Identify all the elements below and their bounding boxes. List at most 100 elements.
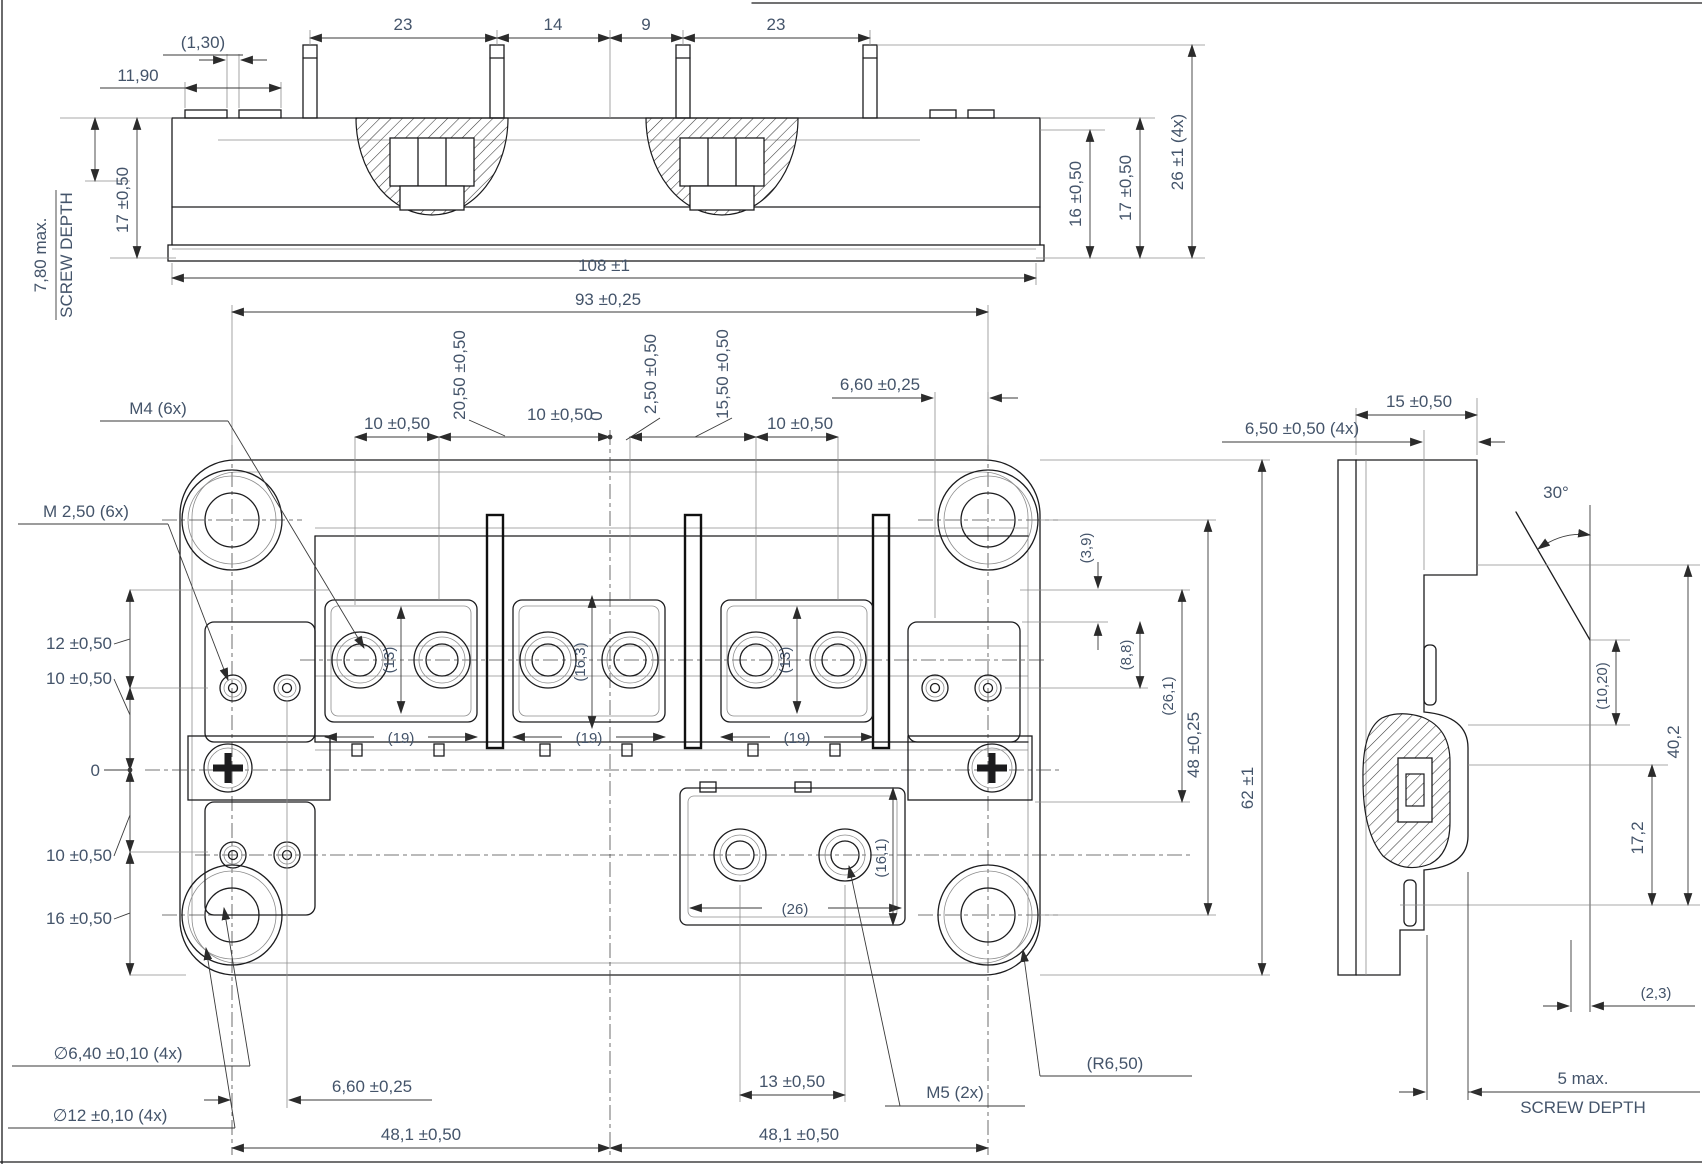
dim-15: 15 ±0,50 xyxy=(1354,392,1479,455)
dim-30deg: 30° xyxy=(1515,483,1592,1012)
dim-48: 48 ±0,25 xyxy=(1184,712,1203,778)
dim-refs-internal: (13) (13) (16,3) (19) (19) (19) (26) (16… xyxy=(323,594,903,927)
dim-10-top-left: 10 ±0,50 xyxy=(364,414,430,433)
dim-48-62: 48 ±0,25 62 ±1 xyxy=(1040,458,1270,977)
screw-recess xyxy=(645,117,799,216)
dim-datum-0-left: 0 xyxy=(91,761,100,780)
gate-pad xyxy=(238,109,282,119)
top-view: 23 14 9 23 (1,30) 11,90 7,80 ma xyxy=(31,15,1205,320)
dim-pad-gap: (1,30) xyxy=(163,33,267,108)
label-m5: M5 (2x) xyxy=(847,864,1025,1107)
dim-pitch-23-left: 23 xyxy=(394,15,413,34)
svg-text:M5 (2x): M5 (2x) xyxy=(926,1083,984,1102)
dim-top-row: 10 ±0,50 20,50 ±0,50 10 ±0,50 0 2,50 ±0,… xyxy=(353,329,840,605)
svg-text:6,50 ±0,50 (4x): 6,50 ±0,50 (4x) xyxy=(1245,419,1359,438)
mounting-hole xyxy=(937,469,1039,571)
dim-pitch-23-right: 23 xyxy=(767,15,786,34)
svg-text:30°: 30° xyxy=(1543,483,1569,502)
svg-text:(10,20): (10,20) xyxy=(1594,662,1611,710)
m5-terminals xyxy=(713,828,872,882)
separator-wall xyxy=(485,513,505,750)
dim-1020: (10,20) xyxy=(1594,638,1621,727)
dim-23: (2,3) xyxy=(1543,940,1695,1012)
dim-screw-depth-value: 7,80 max. xyxy=(31,218,50,293)
dim-660-top-label: 6,60 ±0,25 xyxy=(840,375,920,394)
dim-pitch-9: 9 xyxy=(641,15,650,34)
dim-16: 16 ±0,50 xyxy=(1066,161,1085,227)
dim-108: 108 ±1 xyxy=(578,256,630,275)
svg-text:∅12 ±0,10 (4x): ∅12 ±0,10 (4x) xyxy=(53,1106,168,1125)
svg-text:(2,3): (2,3) xyxy=(1641,985,1672,1002)
screw-recess xyxy=(355,117,509,216)
dim-93: 93 ±0,25 xyxy=(230,290,990,460)
dim-10-top-mid: 10 ±0,50 xyxy=(527,405,593,424)
terminal-pins xyxy=(302,44,878,119)
label-m4: M4 (6x) xyxy=(100,399,365,649)
dim-650: 6,50 ±0,50 (4x) xyxy=(1222,419,1505,570)
dim-12-left: 12 ±0,50 xyxy=(46,634,112,653)
dim-17-right: 17 ±0,50 xyxy=(1116,155,1135,221)
svg-text:M 2,50 (6x): M 2,50 (6x) xyxy=(43,502,129,521)
dim-datum-0-top: 0 xyxy=(587,411,606,420)
ref-161: (16,1) xyxy=(873,838,890,877)
side-view: 15 ±0,50 6,50 ±0,50 (4x) 30° (10,20) xyxy=(1222,392,1700,1117)
dim-10-left-up: 10 ±0,50 xyxy=(46,669,112,688)
dim-17-left: 17 ±0,50 xyxy=(113,167,132,233)
ref-19-2: (19) xyxy=(576,730,603,747)
dim-5max-label: SCREW DEPTH xyxy=(1520,1098,1646,1117)
dim-62: 62 ±1 xyxy=(1238,767,1257,809)
label-dia-640: ∅6,40 ±0,10 (4x) xyxy=(12,906,251,1067)
datum-screw xyxy=(967,743,1017,793)
dim-250: 2,50 ±0,50 xyxy=(641,334,660,414)
svg-text:(R6,50): (R6,50) xyxy=(1087,1054,1144,1073)
dim-172: 17,2 xyxy=(1628,763,1657,907)
svg-text:40,2: 40,2 xyxy=(1664,725,1683,758)
gate-pad xyxy=(184,109,228,119)
dim-height-17-left: 17 ±0,50 xyxy=(110,116,176,260)
dim-660-bottom: 6,60 ±0,25 xyxy=(204,700,432,1108)
dim-screw-depth-label: SCREW DEPTH xyxy=(57,192,76,318)
ref-39: (3,9) xyxy=(1078,533,1095,564)
dim-5max: 5 max. xyxy=(1557,1069,1608,1088)
svg-text:15 ±0,50: 15 ±0,50 xyxy=(1386,392,1452,411)
dim-10-top-right: 10 ±0,50 xyxy=(767,414,833,433)
dim-481-right: 48,1 ±0,50 xyxy=(759,1125,839,1144)
dim-pitch-14: 14 xyxy=(544,15,563,34)
dim-26: 26 ±1 (4x) xyxy=(1168,114,1187,190)
label-m250: M 2,50 (6x) xyxy=(18,502,229,682)
svg-text:17,2: 17,2 xyxy=(1628,821,1647,854)
dim-11-90: 11,90 xyxy=(117,66,158,85)
dim-660-top: 6,60 ±0,25 xyxy=(832,375,1018,618)
datum-screw xyxy=(203,743,253,793)
dim-heights-right: 16 ±0,50 17 ±0,50 26 ±1 (4x) xyxy=(877,43,1205,260)
label-dia-12: ∅12 ±0,10 (4x) xyxy=(8,946,236,1129)
separator-wall xyxy=(683,513,703,750)
dim-10-left-dn: 10 ±0,50 xyxy=(46,846,112,865)
svg-text:M4 (6x): M4 (6x) xyxy=(129,399,187,418)
label-r650: (R6,50) xyxy=(1020,948,1192,1077)
ref-26: (26) xyxy=(782,901,809,918)
dim-16-left: 16 ±0,50 xyxy=(46,909,112,928)
dim-overall-width: 108 ±1 xyxy=(170,256,1038,285)
dim-refs-right: (3,9) (8,8) (26,1) xyxy=(1005,533,1190,804)
dim-pin-pitch: 23 14 9 23 xyxy=(308,15,872,118)
ref-13-left: (13) xyxy=(381,647,398,674)
ref-19-3: (19) xyxy=(784,730,811,747)
screw-cross-section xyxy=(1362,713,1451,869)
dim-1550: 15,50 ±0,50 xyxy=(713,329,732,419)
dim-pin-gap: (1,30) xyxy=(181,33,225,52)
dim-left-stack: 12 ±0,50 10 ±0,50 0 10 ±0,50 16 ±0,50 xyxy=(46,588,330,977)
dim-481-left: 48,1 ±0,50 xyxy=(381,1125,461,1144)
plan-view: 93 ±0,25 10 ±0,50 20,50 ±0,50 10 ±0,50 0… xyxy=(8,290,1270,1155)
dim-481: 48,1 ±0,50 48,1 ±0,50 xyxy=(230,1125,990,1153)
ref-261: (26,1) xyxy=(1160,676,1177,715)
dim-93-label: 93 ±0,25 xyxy=(575,290,641,309)
dim-13-label: 13 ±0,50 xyxy=(759,1072,825,1091)
ref-19-1: (19) xyxy=(388,730,415,747)
ref-88: (8,8) xyxy=(1118,640,1135,671)
mounting-hole xyxy=(181,469,283,571)
ref-13-right: (13) xyxy=(777,647,794,674)
